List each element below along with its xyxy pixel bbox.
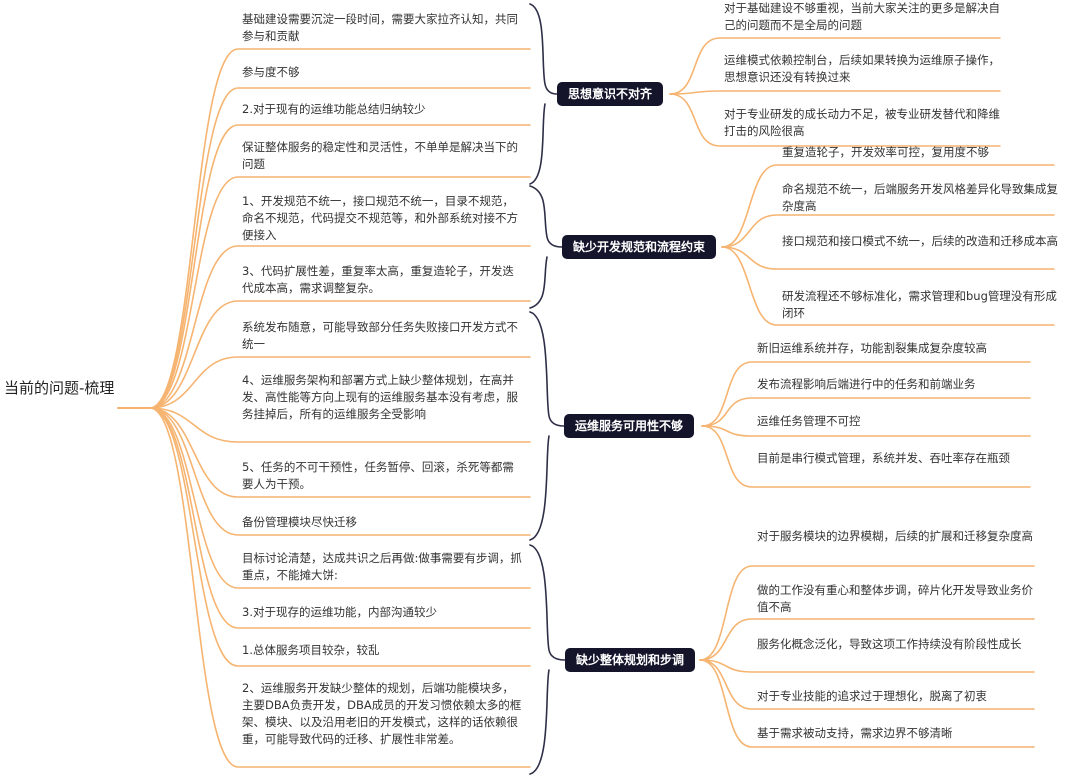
category-branch-line [699,565,1035,661]
root-branch-line [149,124,531,409]
left-leaf: 基础建设需要沉淀一段时间，需要大家拉齐认知，共同参与和贡献 [242,12,518,43]
root-branch-line [149,48,531,409]
category-bracket-line [529,3,558,185]
category-branch-line [701,397,1031,427]
category-branch-line [721,246,1055,326]
right-leaf: 研发流程还不够标准化，需求管理和bug管理没有形成闭环 [782,289,1057,320]
left-leaf: 保证整体服务的稳定性和灵活性，不单单是解决当下的问题 [242,140,518,171]
category-branch-line [669,93,1001,147]
category-bracket-line [529,544,566,775]
right-leaf: 重复造轮子，开发效率可控，复用度不够 [782,145,989,159]
category-branch-line [701,361,1031,427]
left-leaf: 2、运维服务开发缺少整体的规划，后端功能模块多，主要DBA负责开发，DBA成员的… [242,681,522,746]
right-leaf: 运维模式依赖控制台，后续如果转换为运维原子操作，思想意识还没有转换过来 [724,53,1000,84]
category-branch-line [701,425,1031,437]
root-branch-line [149,407,531,589]
left-leaf: 1、开发规范不统一，接口规范不统一，目录不规范，命名不规范，代码提交不规范等，和… [242,194,518,242]
root-branch-line [149,407,531,498]
root-branch-line [149,407,531,536]
right-leaf: 新旧运维系统并存，功能割裂集成复杂度较高 [757,341,987,355]
category-branch-line [699,659,1035,748]
right-leaf: 接口规范和接口模式不统一，后续的改造和迁移成本高 [782,234,1058,248]
root-branch-line [149,176,531,409]
category-bracket-line [529,185,563,309]
left-leaf: 参与度不够 [242,65,300,79]
category-ops-availability[interactable]: 运维服务可用性不够 [564,414,695,438]
right-leaf: 命名规范不统一，后端服务开发风格差异化导致集成复杂度高 [782,182,1058,213]
right-leaf: 对于服务模块的边界模糊，后续的扩展和迁移复杂度高 [757,529,1033,543]
left-leaf: 2.对于现有的运维功能总结归纳较少 [242,102,426,116]
left-leaf: 系统发布随意，可能导致部分任务失败接口开发方式不统一 [242,320,518,351]
category-branch-line [699,659,1035,710]
category-overall-planning[interactable]: 缺少整体规划和步调 [565,648,696,672]
category-branch-line [669,37,1001,95]
category-branch-line [699,618,1035,661]
left-leaf: 备份管理模块尽快迁移 [242,515,357,529]
root-branch-line [149,407,531,768]
root-branch-line [149,300,531,409]
category-branch-line [721,164,1055,248]
category-ideology-misaligned[interactable]: 思想意识不对齐 [557,82,664,106]
right-leaf: 运维任务管理不可控 [757,414,861,428]
root-topic: 当前的问题-梳理 [4,379,115,397]
category-bracket-line [529,311,565,541]
root-branch-line [149,245,531,409]
left-leaf: 3.对于现存的运维功能，内部沟通较少 [242,605,437,619]
root-branch-line [149,407,531,443]
right-leaf: 对于基础建设不够重视，当前大家关注的更多是解决自己的问题而不是全局的问题 [724,1,1000,32]
category-dev-standards[interactable]: 缺少开发规范和流程约束 [562,235,717,259]
root-branch-line [149,87,531,409]
left-leaf: 4、运维服务架构和部署方式上缺少整体规划，在高并发、高性能等方向上现有的运维服务… [242,373,518,421]
category-branch-line [699,659,1035,673]
left-leaf: 目标讨论清楚，达成共识之后再做:做事需要有步调，抓重点，不能摊大饼: [242,551,522,582]
right-leaf: 基于需求被动支持，需求边界不够清晰 [757,726,953,740]
right-leaf: 做的工作没有重心和整体步调，碎片化开发导致业务价值不高 [757,583,1033,614]
category-branch-line [721,246,1055,270]
left-leaf: 3、代码扩展性差，重复率太高，重复造轮子，开发迭代成本高，需求调整复杂。 [242,264,514,295]
right-leaf: 服务化概念泛化，导致这项工作持续没有阶段性成长 [757,637,1022,651]
root-branch-line [149,407,531,667]
right-leaf: 对于专业技能的追求过于理想化，脱离了初衷 [757,689,987,703]
right-leaf: 目前是串行模式管理，系统并发、吞吐率存在瓶颈 [757,451,1010,465]
right-leaf: 对于专业研发的成长动力不足，被专业研发替代和降维打击的风险很高 [724,107,1000,138]
root-branch-line [149,356,531,409]
category-branch-line [721,214,1055,248]
right-leaf: 发布流程影响后端进行中的任务和前端业务 [757,377,976,391]
root-branch-line [149,407,531,629]
category-branch-line [701,425,1031,488]
left-leaf: 5、任务的不可干预性，任务暂停、回滚，杀死等都需要人为干预。 [242,460,514,491]
category-branch-line [669,90,1001,95]
left-leaf: 1.总体服务项目较杂，较乱 [242,643,380,657]
